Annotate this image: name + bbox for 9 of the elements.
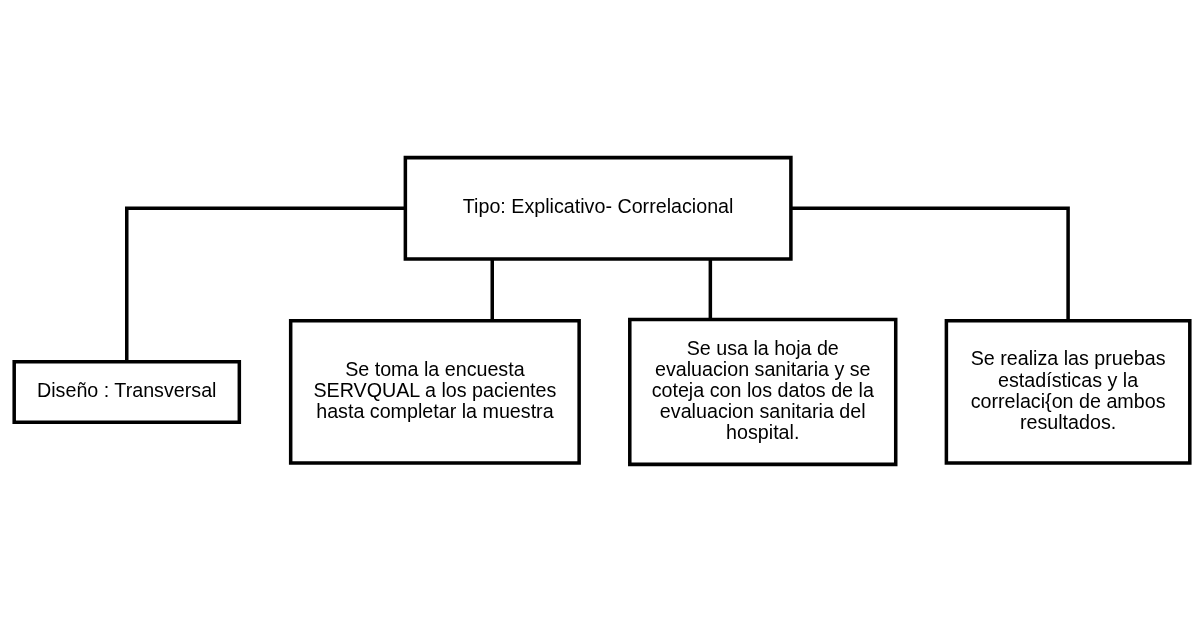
connector xyxy=(125,206,406,362)
node-box: Tipo: Explicativo- Correlacional xyxy=(403,155,793,261)
node-box: Se toma la encuesta SERVQUAL a los pacientes hasta completar la muestra xyxy=(288,319,581,465)
node-box: Se realiza las pruebas estadísticas y la correlaci{on de ambos resultados. xyxy=(944,319,1192,465)
connector xyxy=(791,206,1070,321)
connector xyxy=(708,258,713,320)
connector xyxy=(490,258,494,321)
node-box: Diseño : Transversal xyxy=(12,359,242,424)
node-box: Se usa la hoja de evaluacion sanitaria y se coteja con los datos de la evaluacion sanitaria del hospital. xyxy=(628,317,898,467)
